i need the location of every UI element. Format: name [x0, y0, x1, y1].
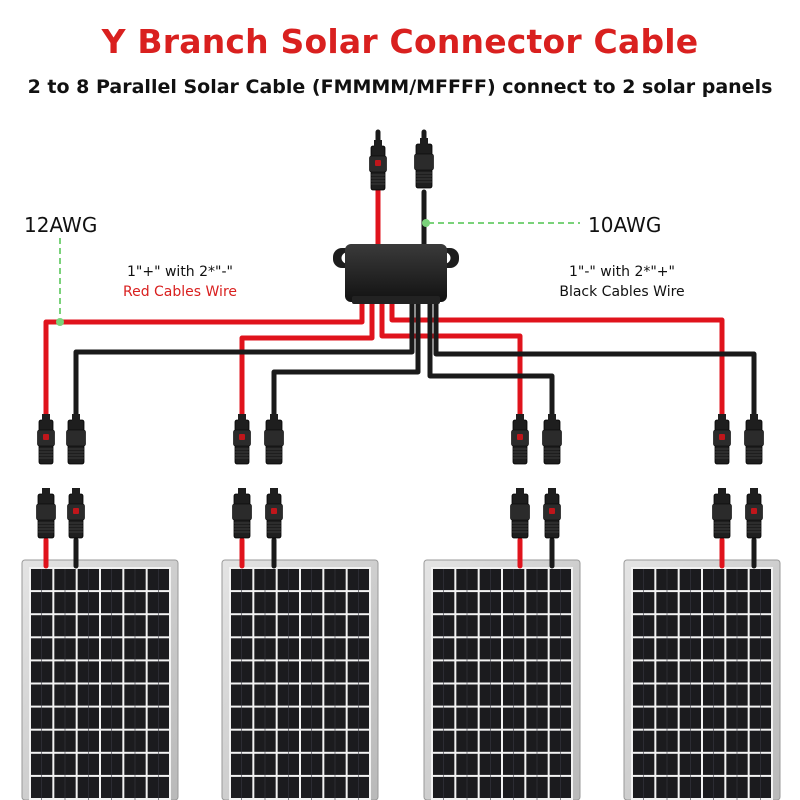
page-subtitle: 2 to 8 Parallel Solar Cable (FMMMM/MFFFF…: [27, 76, 773, 98]
mc4-connector-icon: [232, 488, 252, 539]
guide-dot-12awg: [56, 318, 64, 326]
red-note: 1"+" with 2*"-": [127, 264, 233, 280]
mc4-connector-icon: [511, 414, 529, 465]
mc4-connector-icon: [712, 488, 732, 539]
solar-panel-2: [221, 559, 379, 800]
mc4-connectors: [36, 138, 764, 539]
mc4-connector-icon: [414, 138, 434, 189]
red-wires: [43, 297, 725, 421]
guide-dot-10awg: [422, 219, 430, 227]
red-note-wire: Red Cables Wire: [123, 284, 237, 300]
mc4-connector-icon: [37, 414, 55, 465]
mc4-connector-icon: [510, 488, 530, 539]
mc4-connector-icon: [264, 414, 284, 465]
mc4-connector-icon: [67, 488, 85, 539]
panel-leads: [43, 537, 757, 569]
mc4-connector-icon: [66, 414, 86, 465]
solar-panel-4: [623, 559, 781, 800]
mc4-connector-icon: [543, 488, 561, 539]
label-12awg: 12AWG: [24, 213, 97, 237]
black-note-wire: Black Cables Wire: [559, 284, 684, 300]
mc4-connector-icon: [745, 488, 763, 539]
gauge-guides: [59, 222, 580, 318]
solar-panels: [21, 559, 781, 800]
mc4-connector-icon: [369, 140, 387, 191]
mc4-connector-icon: [713, 414, 731, 465]
branch-box-icon: [333, 244, 459, 304]
mc4-connector-icon: [744, 414, 764, 465]
label-10awg: 10AWG: [588, 213, 661, 237]
mc4-connector-icon: [265, 488, 283, 539]
black-note: 1"-" with 2*"+": [569, 264, 675, 280]
black-wires: [73, 297, 757, 421]
solar-panel-3: [423, 559, 581, 800]
solar-panel-1: [21, 559, 179, 800]
mc4-connector-icon: [542, 414, 562, 465]
branch-wires: [43, 129, 757, 421]
mc4-connector-icon: [36, 488, 56, 539]
mc4-connector-icon: [233, 414, 251, 465]
page-title: Y Branch Solar Connector Cable: [101, 22, 699, 61]
